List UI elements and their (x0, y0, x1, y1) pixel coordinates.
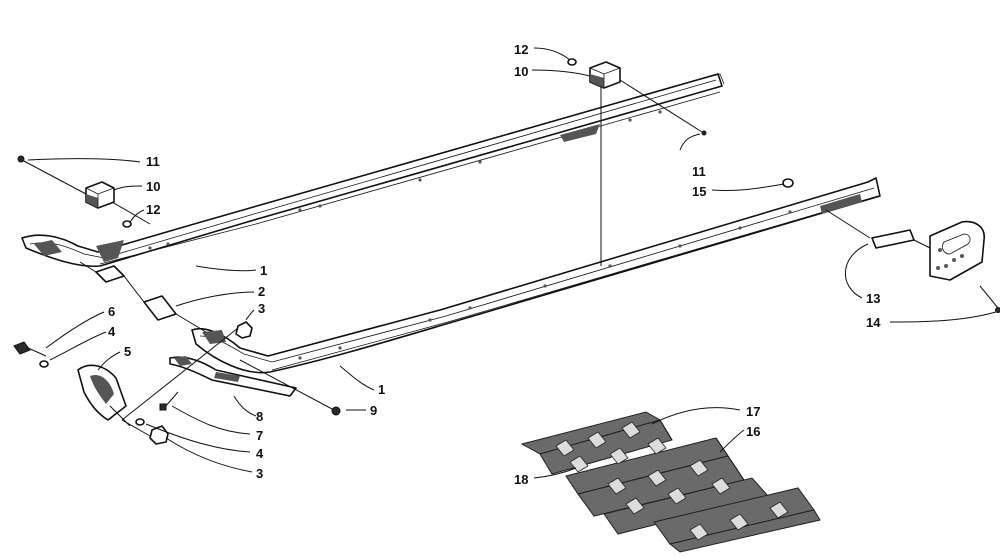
bolt-11-rear (619, 79, 707, 136)
nut-12-upper (122, 220, 132, 228)
upper-bumper-block (85, 181, 115, 209)
callout-16: 16 (746, 424, 760, 439)
washer-4-upper (39, 360, 49, 368)
front-bracket (77, 364, 127, 421)
bolt-7 (159, 391, 179, 411)
spacer-tube-lower (143, 295, 177, 321)
callout-12-rear: 12 (514, 42, 528, 57)
nut-3-upper (235, 321, 253, 339)
part-15-nut (782, 178, 794, 188)
callout-14: 14 (866, 315, 881, 330)
rear-bumper-block (589, 61, 621, 89)
track-section (520, 411, 821, 553)
spacer-plate-13 (871, 229, 915, 249)
callout-1-upper: 1 (260, 263, 267, 278)
callout-11-upper: 11 (146, 154, 160, 169)
callout-3-upper: 3 (258, 301, 265, 316)
callout-12-upper: 12 (146, 202, 160, 217)
callout-7: 7 (256, 428, 263, 443)
callout-9: 9 (370, 403, 377, 418)
callout-10-rear: 10 (514, 64, 528, 79)
lower-slide-rail (191, 177, 881, 374)
callout-2: 2 (258, 284, 265, 299)
callout-10-upper: 10 (146, 179, 160, 194)
bolt-11-upper (17, 155, 87, 195)
callout-18: 18 (514, 472, 528, 487)
callout-8: 8 (256, 409, 263, 424)
callout-15: 15 (692, 184, 706, 199)
bolt-9 (239, 359, 341, 416)
callout-4-lower: 4 (256, 446, 264, 461)
callout-13: 13 (866, 291, 880, 306)
rail-holes (148, 110, 662, 250)
bolt-6 (13, 341, 47, 357)
callout-3-lower: 3 (256, 466, 263, 481)
leader-lines (27, 47, 997, 479)
callout-labels: 11 10 12 12 10 11 15 1 2 3 6 4 5 1 9 8 7… (108, 42, 881, 487)
rail-holes-lower (298, 210, 792, 360)
callout-5: 5 (124, 344, 131, 359)
track-lugs (555, 421, 789, 541)
wear-strip-tip (169, 356, 297, 397)
washer-4-lower (135, 418, 145, 426)
callout-1-lower: 1 (378, 382, 385, 397)
nut-12-rear (567, 58, 577, 66)
callout-11-rear: 11 (692, 164, 706, 179)
rear-plate-bracket (929, 220, 985, 281)
callout-17: 17 (746, 404, 760, 419)
callout-6: 6 (108, 304, 115, 319)
spacer-tube-upper (95, 265, 125, 283)
bolt-14 (995, 307, 1000, 313)
upper-slide-rail (21, 73, 725, 268)
callout-4-upper: 4 (108, 324, 116, 339)
